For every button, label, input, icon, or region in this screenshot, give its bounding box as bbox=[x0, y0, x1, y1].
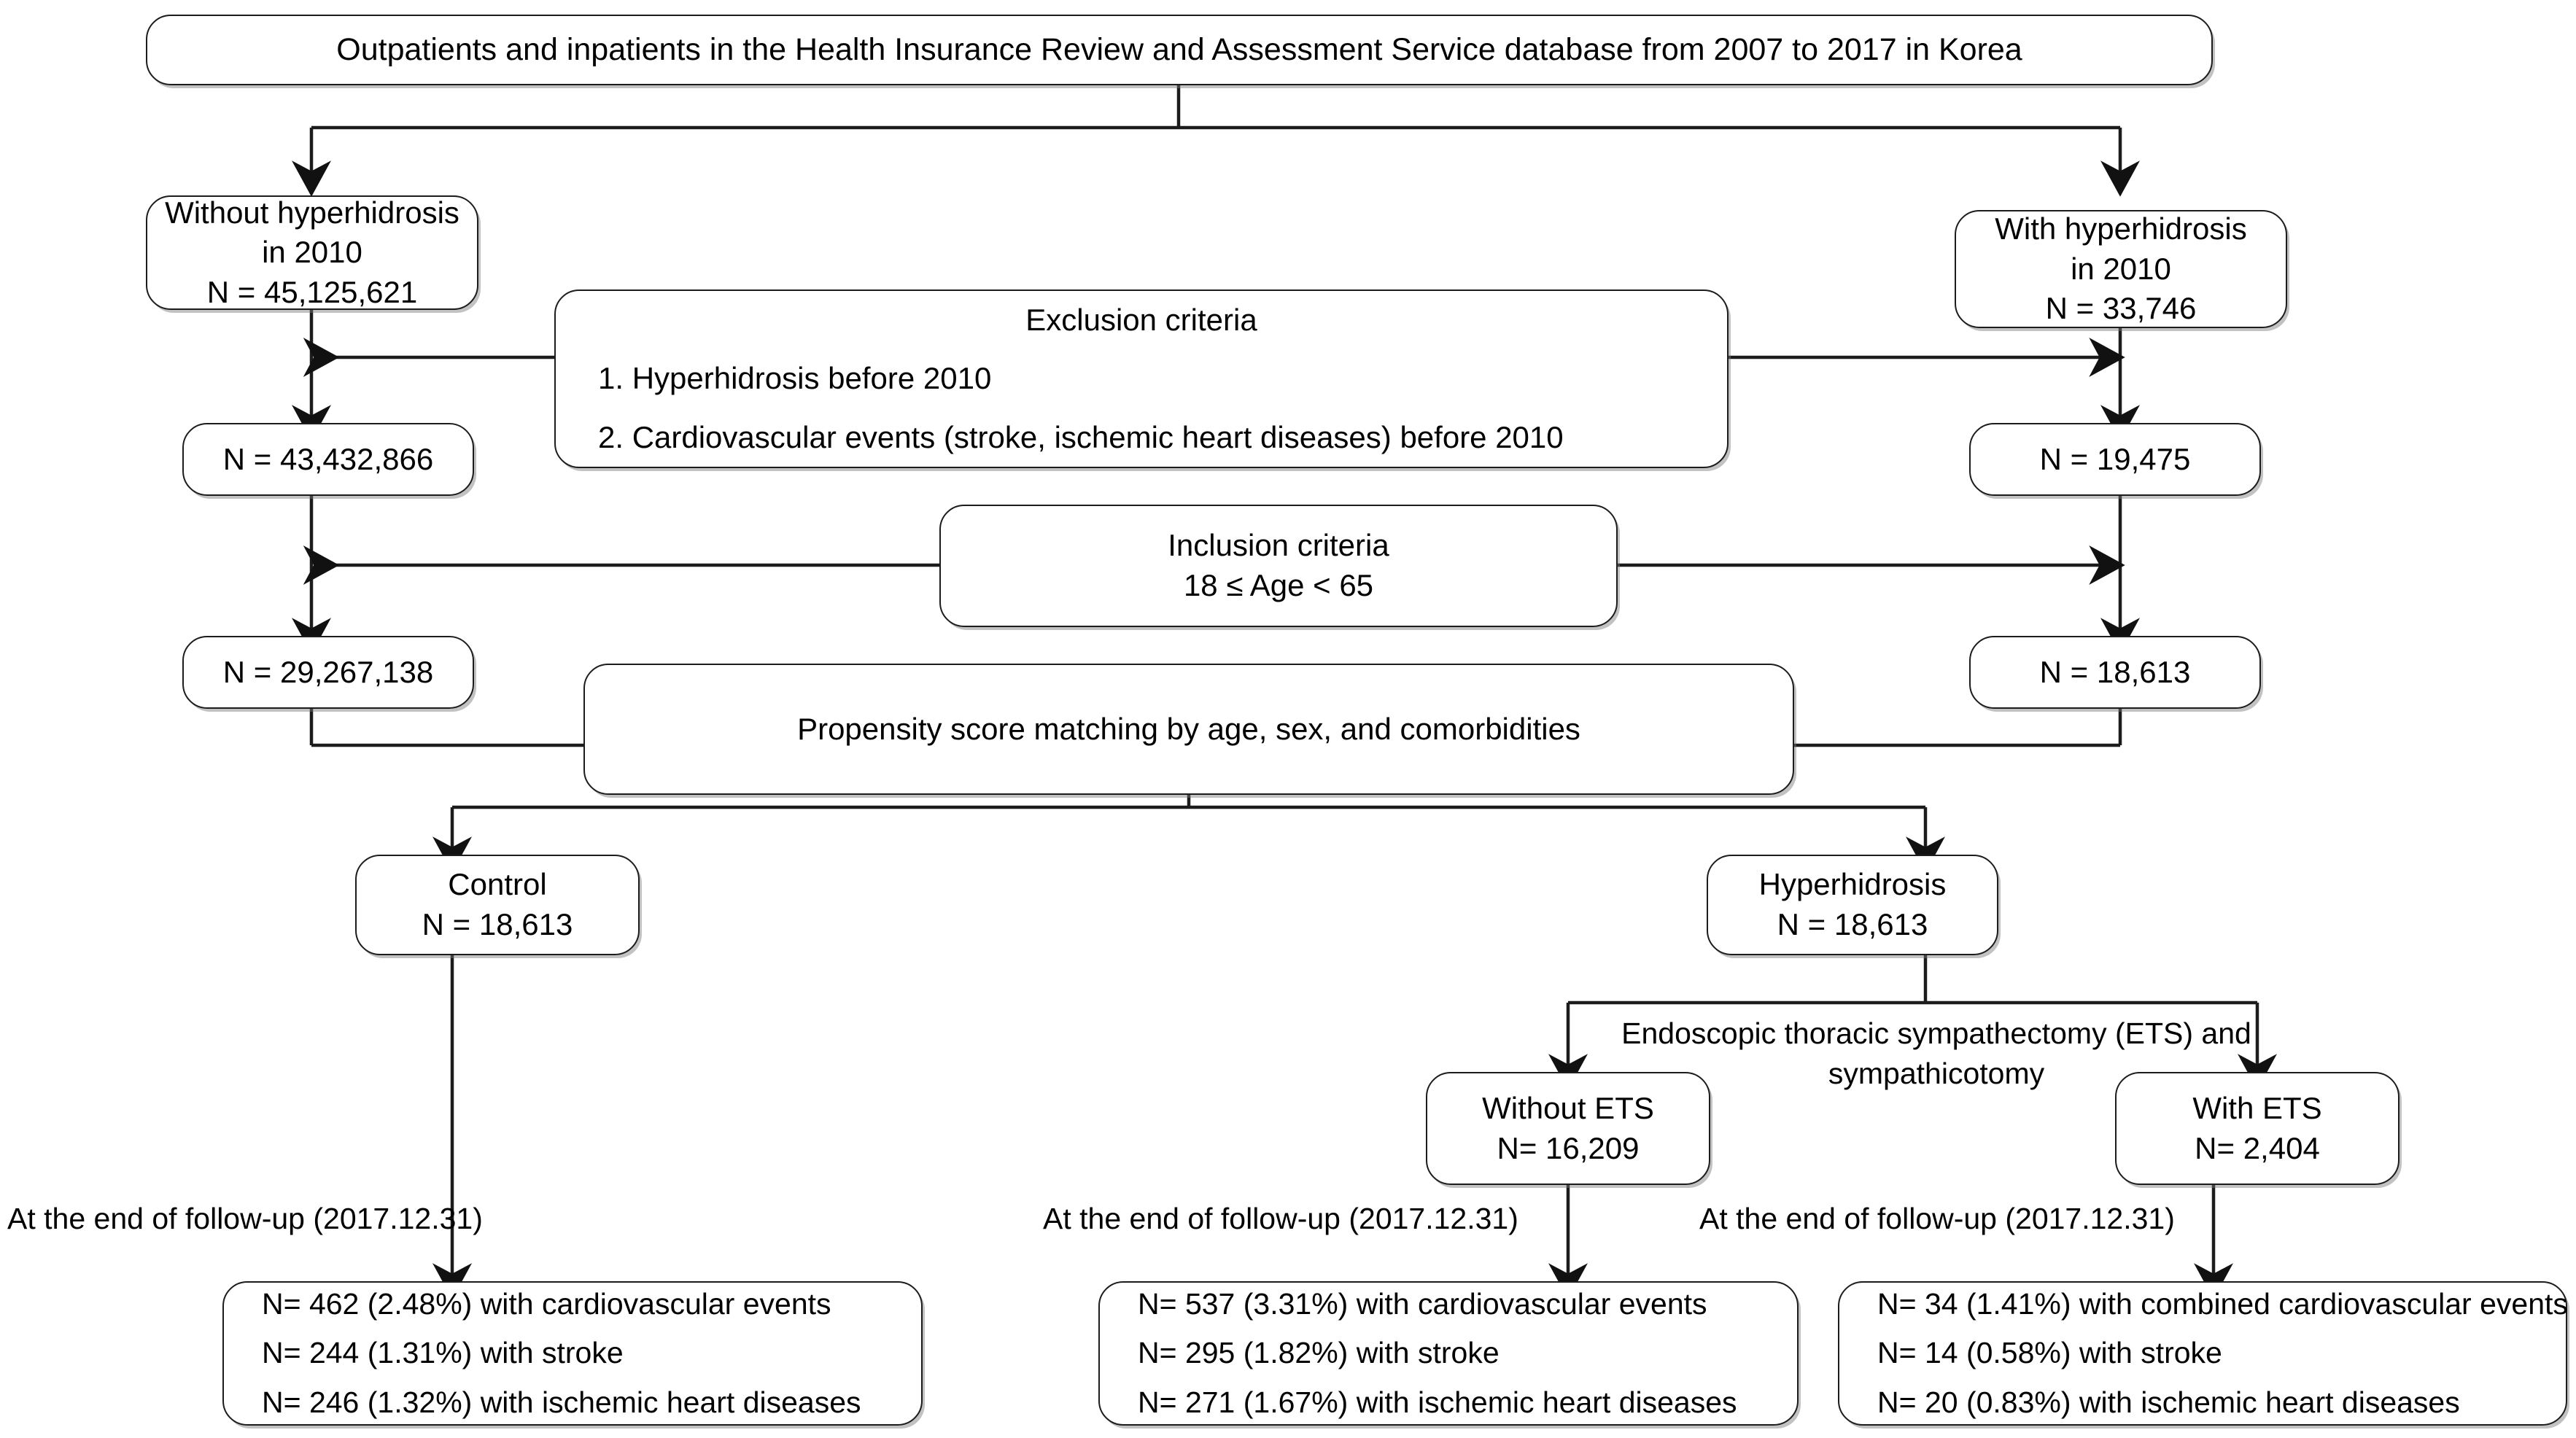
outcomes-with-ets-line-1: N= 34 (1.41%) with combined cardiovascul… bbox=[1877, 1287, 2568, 1321]
ets-split-label-line-1: Endoscopic thoracic sympathectomy bbox=[1621, 1017, 2107, 1050]
node-left-after-inclusion: N = 29,267,138 bbox=[182, 636, 474, 709]
right-after-inclusion-value: N = 18,613 bbox=[2039, 654, 2191, 689]
node-hyperhidrosis: Hyperhidrosis N = 18,613 bbox=[1707, 855, 1998, 955]
exclusion-criteria-heading: Exclusion criteria bbox=[1025, 302, 1257, 337]
left-after-exclusion-value: N = 43,432,866 bbox=[222, 441, 434, 476]
node-with-ets: With ETS N= 2,404 bbox=[2115, 1072, 2400, 1185]
outcomes-with-ets-line-2: N= 14 (0.58%) with stroke bbox=[1877, 1336, 2222, 1370]
node-right-after-inclusion: N = 18,613 bbox=[1969, 636, 2261, 709]
node-outcomes-without-ets: N= 537 (3.31%) with cardiovascular event… bbox=[1098, 1281, 1799, 1426]
outcomes-without-ets-line-1: N= 537 (3.31%) with cardiovascular event… bbox=[1138, 1287, 1707, 1321]
with-hyperhidrosis-line-3: N = 33,746 bbox=[2045, 291, 2197, 326]
control-line-1: Control bbox=[448, 867, 547, 902]
followup-label-middle: At the end of follow-up (2017.12.31) bbox=[1043, 1202, 1518, 1235]
with-ets-line-2: N= 2,404 bbox=[2195, 1130, 2320, 1165]
without-hyperhidrosis-line-3: N = 45,125,621 bbox=[206, 274, 418, 309]
exclusion-criteria-item-1: 1. Hyperhidrosis before 2010 bbox=[598, 361, 992, 396]
control-line-2: N = 18,613 bbox=[422, 907, 573, 941]
node-without-hyperhidrosis-2010: Without hyperhidrosis in 2010 N = 45,125… bbox=[146, 195, 478, 310]
without-ets-line-1: Without ETS bbox=[1482, 1090, 1654, 1125]
node-control: Control N = 18,613 bbox=[355, 855, 640, 955]
node-exclusion-criteria: Exclusion criteria 1. Hyperhidrosis befo… bbox=[554, 289, 1729, 468]
node-right-after-exclusion: N = 19,475 bbox=[1969, 423, 2261, 496]
inclusion-criteria-line-2: 18 ≤ Age < 65 bbox=[1183, 568, 1374, 602]
outcomes-control-line-3: N= 246 (1.32%) with ischemic heart disea… bbox=[262, 1385, 861, 1419]
node-source-database: Outpatients and inpatients in the Health… bbox=[146, 15, 2213, 85]
without-hyperhidrosis-line-2: in 2010 bbox=[262, 235, 362, 270]
with-hyperhidrosis-line-2: in 2010 bbox=[2071, 251, 2171, 286]
without-hyperhidrosis-line-1: Without hyperhidrosis bbox=[165, 195, 459, 230]
propensity-matching-line-1: Propensity score matching by age, sex, a… bbox=[797, 711, 1580, 746]
hyperhidrosis-line-2: N = 18,613 bbox=[1777, 907, 1928, 941]
with-ets-line-1: With ETS bbox=[2192, 1090, 2322, 1125]
followup-label-right: At the end of follow-up (2017.12.31) bbox=[1699, 1202, 2175, 1235]
outcomes-with-ets-line-3: N= 20 (0.83%) with ischemic heart diseas… bbox=[1877, 1385, 2460, 1419]
source-line-1: Outpatients and inpatients in the Health… bbox=[336, 31, 2022, 67]
hyperhidrosis-line-1: Hyperhidrosis bbox=[1758, 867, 1947, 902]
node-outcomes-control: N= 462 (2.48%) with cardiovascular event… bbox=[222, 1281, 923, 1426]
without-ets-line-2: N= 16,209 bbox=[1497, 1130, 1640, 1165]
node-without-ets: Without ETS N= 16,209 bbox=[1426, 1072, 1710, 1185]
exclusion-criteria-item-2: 2. Cardiovascular events (stroke, ischem… bbox=[598, 419, 1564, 454]
with-hyperhidrosis-line-1: With hyperhidrosis bbox=[1995, 211, 2247, 246]
outcomes-control-line-1: N= 462 (2.48%) with cardiovascular event… bbox=[262, 1287, 831, 1321]
outcomes-control-line-2: N= 244 (1.31%) with stroke bbox=[262, 1336, 624, 1370]
outcomes-without-ets-line-2: N= 295 (1.82%) with stroke bbox=[1138, 1336, 1500, 1370]
node-inclusion-criteria: Inclusion criteria 18 ≤ Age < 65 bbox=[939, 505, 1618, 627]
followup-label-left: At the end of follow-up (2017.12.31) bbox=[7, 1202, 483, 1235]
right-after-exclusion-value: N = 19,475 bbox=[2039, 441, 2191, 476]
node-outcomes-with-ets: N= 34 (1.41%) with combined cardiovascul… bbox=[1838, 1281, 2568, 1426]
node-with-hyperhidrosis-2010: With hyperhidrosis in 2010 N = 33,746 bbox=[1955, 210, 2287, 328]
outcomes-without-ets-line-3: N= 271 (1.67%) with ischemic heart disea… bbox=[1138, 1385, 1737, 1419]
inclusion-criteria-line-1: Inclusion criteria bbox=[1168, 528, 1389, 563]
node-propensity-score-matching: Propensity score matching by age, sex, a… bbox=[583, 664, 1794, 795]
ets-split-label: Endoscopic thoracic sympathectomy (ETS) … bbox=[1612, 1014, 2261, 1094]
left-after-inclusion-value: N = 29,267,138 bbox=[222, 654, 434, 689]
node-left-after-exclusion: N = 43,432,866 bbox=[182, 423, 474, 496]
ets-split-label-line-2: (ETS) and sympathicotomy bbox=[1828, 1017, 2251, 1090]
